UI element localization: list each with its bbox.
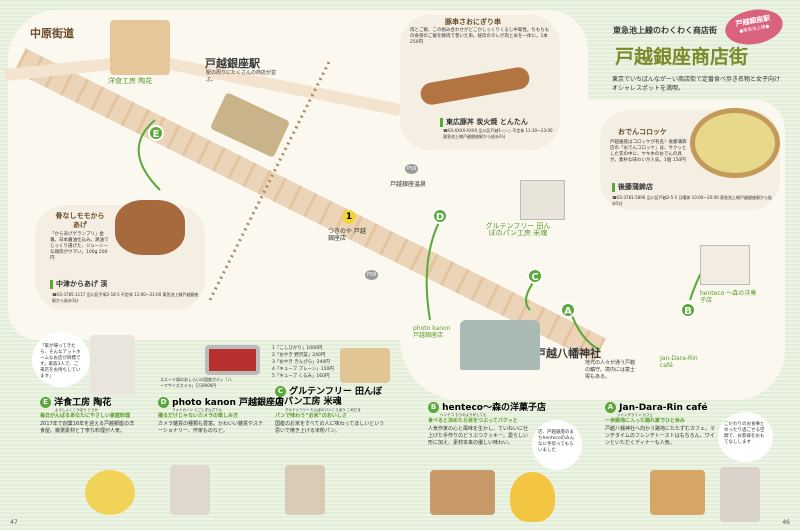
- shop-name: 洋食工房 陶花: [54, 398, 112, 408]
- railway: [208, 59, 332, 301]
- map-label-d: photo kanon 戸越銀座店: [413, 325, 451, 339]
- bread-photo: [340, 348, 390, 383]
- marker-a[interactable]: A: [560, 302, 576, 318]
- series-label: 東急池上線のわくわく商店街: [613, 26, 717, 35]
- shop-kana: フォトカノン とごしぎんざてん: [172, 408, 223, 412]
- shop-e-staff-photo: [90, 335, 135, 395]
- marker-b[interactable]: B: [680, 302, 696, 318]
- mascot-illustration: [510, 472, 555, 522]
- price-item: 5「キューブ くるみ」160円: [272, 374, 330, 379]
- shop-catch: 撮るだけじゃないカメラの楽しみ方: [158, 413, 239, 419]
- shop-d-staff-photo: [170, 465, 210, 515]
- shop-kana: ジャンダラリン カフェ: [617, 413, 653, 417]
- shop-kana: ヘンテコ もりのようがしてん: [440, 413, 487, 417]
- shop-name: henteco〜森の洋菓子店: [442, 403, 546, 413]
- page-number-right: 46: [782, 519, 790, 526]
- shop-text: 2017年で創業16年を迎える戸越銀座の洋食屋。厳選素材と丁寧な料理が人気。: [40, 421, 134, 434]
- route-line: [137, 119, 161, 191]
- marker-c[interactable]: C: [527, 268, 543, 284]
- shop-name: Jan-Dara-Rin café: [619, 403, 708, 413]
- map-label-e: 洋食工房 陶花: [108, 77, 153, 85]
- speech-bubble: 店、戸越銀座のまちhentecoのみんなに手伝ってもらいました: [532, 420, 582, 470]
- street-label: 中原街道: [30, 27, 74, 40]
- feature-title: 骨なしモモからあげ: [55, 212, 105, 229]
- route-sign: 1: [342, 210, 356, 224]
- marker-e[interactable]: E: [148, 125, 164, 141]
- p56-badge: P56: [365, 270, 379, 280]
- letter-badge: D: [158, 397, 169, 408]
- shop-e-illustration: [110, 20, 170, 75]
- shop-text: 人気作家の心と風味を生かし、ていねいに仕上げた手作りのどうぶつクッキー。愛らしい…: [428, 426, 529, 446]
- shop-text: 国産のお米をすべての人に味わってほしいという思いで焼き上げる米粉パン。: [275, 421, 385, 434]
- shop-a-staff-photo: [720, 467, 760, 522]
- letter-badge: C: [275, 386, 286, 397]
- marker-d[interactable]: D: [432, 208, 448, 224]
- feature-info: ☎03-3785-1117 品川区平塚2-18-5 不定休 11:00〜21:0…: [52, 292, 199, 303]
- shop-b-illustration: [700, 245, 750, 285]
- shrine-label: 戸越八幡神社: [535, 347, 601, 360]
- feature-shop: 東広豚丼 炭火焼 とんたん: [440, 118, 528, 127]
- feature-shop: 後藤蒲鉾店: [612, 183, 653, 192]
- shop-c-illustration: [520, 180, 565, 220]
- shop-name: グルテンフリー 田んぼのパン工房 米魂: [275, 387, 383, 407]
- price-item: 2「おやき 野沢菜」240円: [272, 353, 326, 358]
- french-toast-photo: [650, 470, 705, 515]
- station-note: 駅の周りにたくさんの商店が並ぶ。: [206, 70, 277, 83]
- shop-catch: 毎日がんばるあなたにやさしい家庭料理: [40, 413, 131, 419]
- feature-title: おでんコロッケ: [618, 128, 667, 136]
- shop-c-staff-photo: [285, 465, 325, 515]
- speech-bubble: 「家が帰ってきたら、そんなアットホームなお店が目標です。家族3人で、ご来店をお待…: [32, 332, 90, 387]
- lead-text: 東京でいちばんながーい商店街で定番食べ歩き名物と女子向けオシャレスポットを満喫。: [612, 76, 781, 92]
- onsen-label: 戸越銀座温泉: [390, 181, 427, 188]
- p56-badge: P56: [405, 164, 419, 174]
- speech-bubble: こだわりのお食事とゆったり過ごせる空間で、お客様をおもてなしします: [718, 412, 773, 462]
- letter-badge: E: [40, 397, 51, 408]
- feature-text: 戸越銀座はコロッケが有名！後藤蒲鉾店の「おでんコロッケ」は、サクッとした衣の中に…: [610, 140, 687, 163]
- feature-title: 豚串さおにぎり串: [445, 18, 501, 26]
- shrine-note: 地元の人々が通う戸越の鎮守。境内には富士塚もある。: [585, 360, 636, 380]
- letter-badge: B: [428, 402, 439, 413]
- croquette-photo: [690, 108, 780, 178]
- karaage-photo: [115, 200, 185, 255]
- camera-caption: スエード調のあしらいの国産ボディ「ハーフサイズカメラ」1万8000円: [160, 377, 232, 388]
- shop-catch: 食べると決めたら目をつぶってパクッと: [428, 418, 518, 424]
- tsuginoya-label: つきのや 戸越銀座店: [328, 228, 366, 242]
- shop-d-heading: D photo kanon 戸越銀座店: [158, 397, 284, 408]
- shop-kana: ようしょくこうぼう とうか: [55, 408, 99, 412]
- price-item: 3「おやき きんぴら」240円: [272, 360, 330, 365]
- shop-b-heading: B henteco〜森の洋菓子店: [428, 402, 546, 413]
- shop-name: photo kanon 戸越銀座店: [172, 398, 284, 408]
- map-label-b: henteco 〜森の洋菓子店: [700, 290, 757, 304]
- street-pattern: [14, 48, 606, 362]
- map-label-a: Jan-Dara-Rin café: [660, 355, 698, 369]
- shop-catch: パンで味わう“お米”のおいしさ: [275, 413, 347, 419]
- shrine-illustration: [460, 320, 540, 370]
- feature-info: ☎03-XXXX-XXXX 品川区戸越1-○-○ 不定休 11:30〜23:00…: [443, 128, 553, 139]
- feature-shop: 中津からあげ 渓: [50, 280, 107, 289]
- shop-catch: 一歩路地に入った隠れ家でひと休み: [605, 418, 685, 424]
- cookies-photo: [430, 470, 495, 515]
- page-number-left: 47: [10, 519, 18, 526]
- map-label-c: グルテンフリー 田んぼのパン工房 米魂: [485, 222, 551, 237]
- camera-photo: [205, 345, 260, 375]
- page-title: 戸越銀座商店街: [615, 46, 749, 68]
- feature-text: 「からあげグランプリ」金賞。日本醤油仕込み。鶏油でじっくり揚げた、ジューシーな鶏…: [50, 232, 109, 261]
- station-label: 戸越銀座駅: [205, 57, 260, 70]
- feature-info: ☎03-3781-5896 品川区戸越2-5-5 日曜休 10:00〜20:00…: [612, 195, 772, 206]
- price-item: 1「こしひかり」1000円: [272, 346, 323, 351]
- shop-text: カメラ雑貨の種類も豊富。かわいい雑貨やステーショナリー、作家ものなど。: [158, 421, 264, 434]
- omelette-photo: [85, 470, 135, 515]
- shop-e-heading: E 洋食工房 陶花: [40, 397, 111, 408]
- letter-badge: A: [605, 402, 616, 413]
- bread-price-list: 1「こしひかり」1000円 2「おやき 野沢菜」240円 3「おやき きんぴら」…: [272, 345, 337, 380]
- shop-text: 戸越八幡神社へ向かう路地にたたずむカフェ。ランチタイムのフレンチトーストはもちろ…: [605, 426, 716, 446]
- shop-a-heading: A Jan-Dara-Rin café: [605, 402, 707, 413]
- route-line: [425, 219, 441, 321]
- shop-kana: グルテンフリー たんぼのパンこうぼう こめだま: [285, 408, 361, 412]
- price-item: 4「キューブ プレーン」150円: [272, 367, 334, 372]
- feature-text: 肉とご飯、この組み合わせがどこかしっくりくるし中毒性。ちもちもの食感のご飯を豚肉…: [410, 28, 550, 45]
- shop-c-heading: C グルテンフリー 田んぼのパン工房 米魂: [275, 386, 390, 407]
